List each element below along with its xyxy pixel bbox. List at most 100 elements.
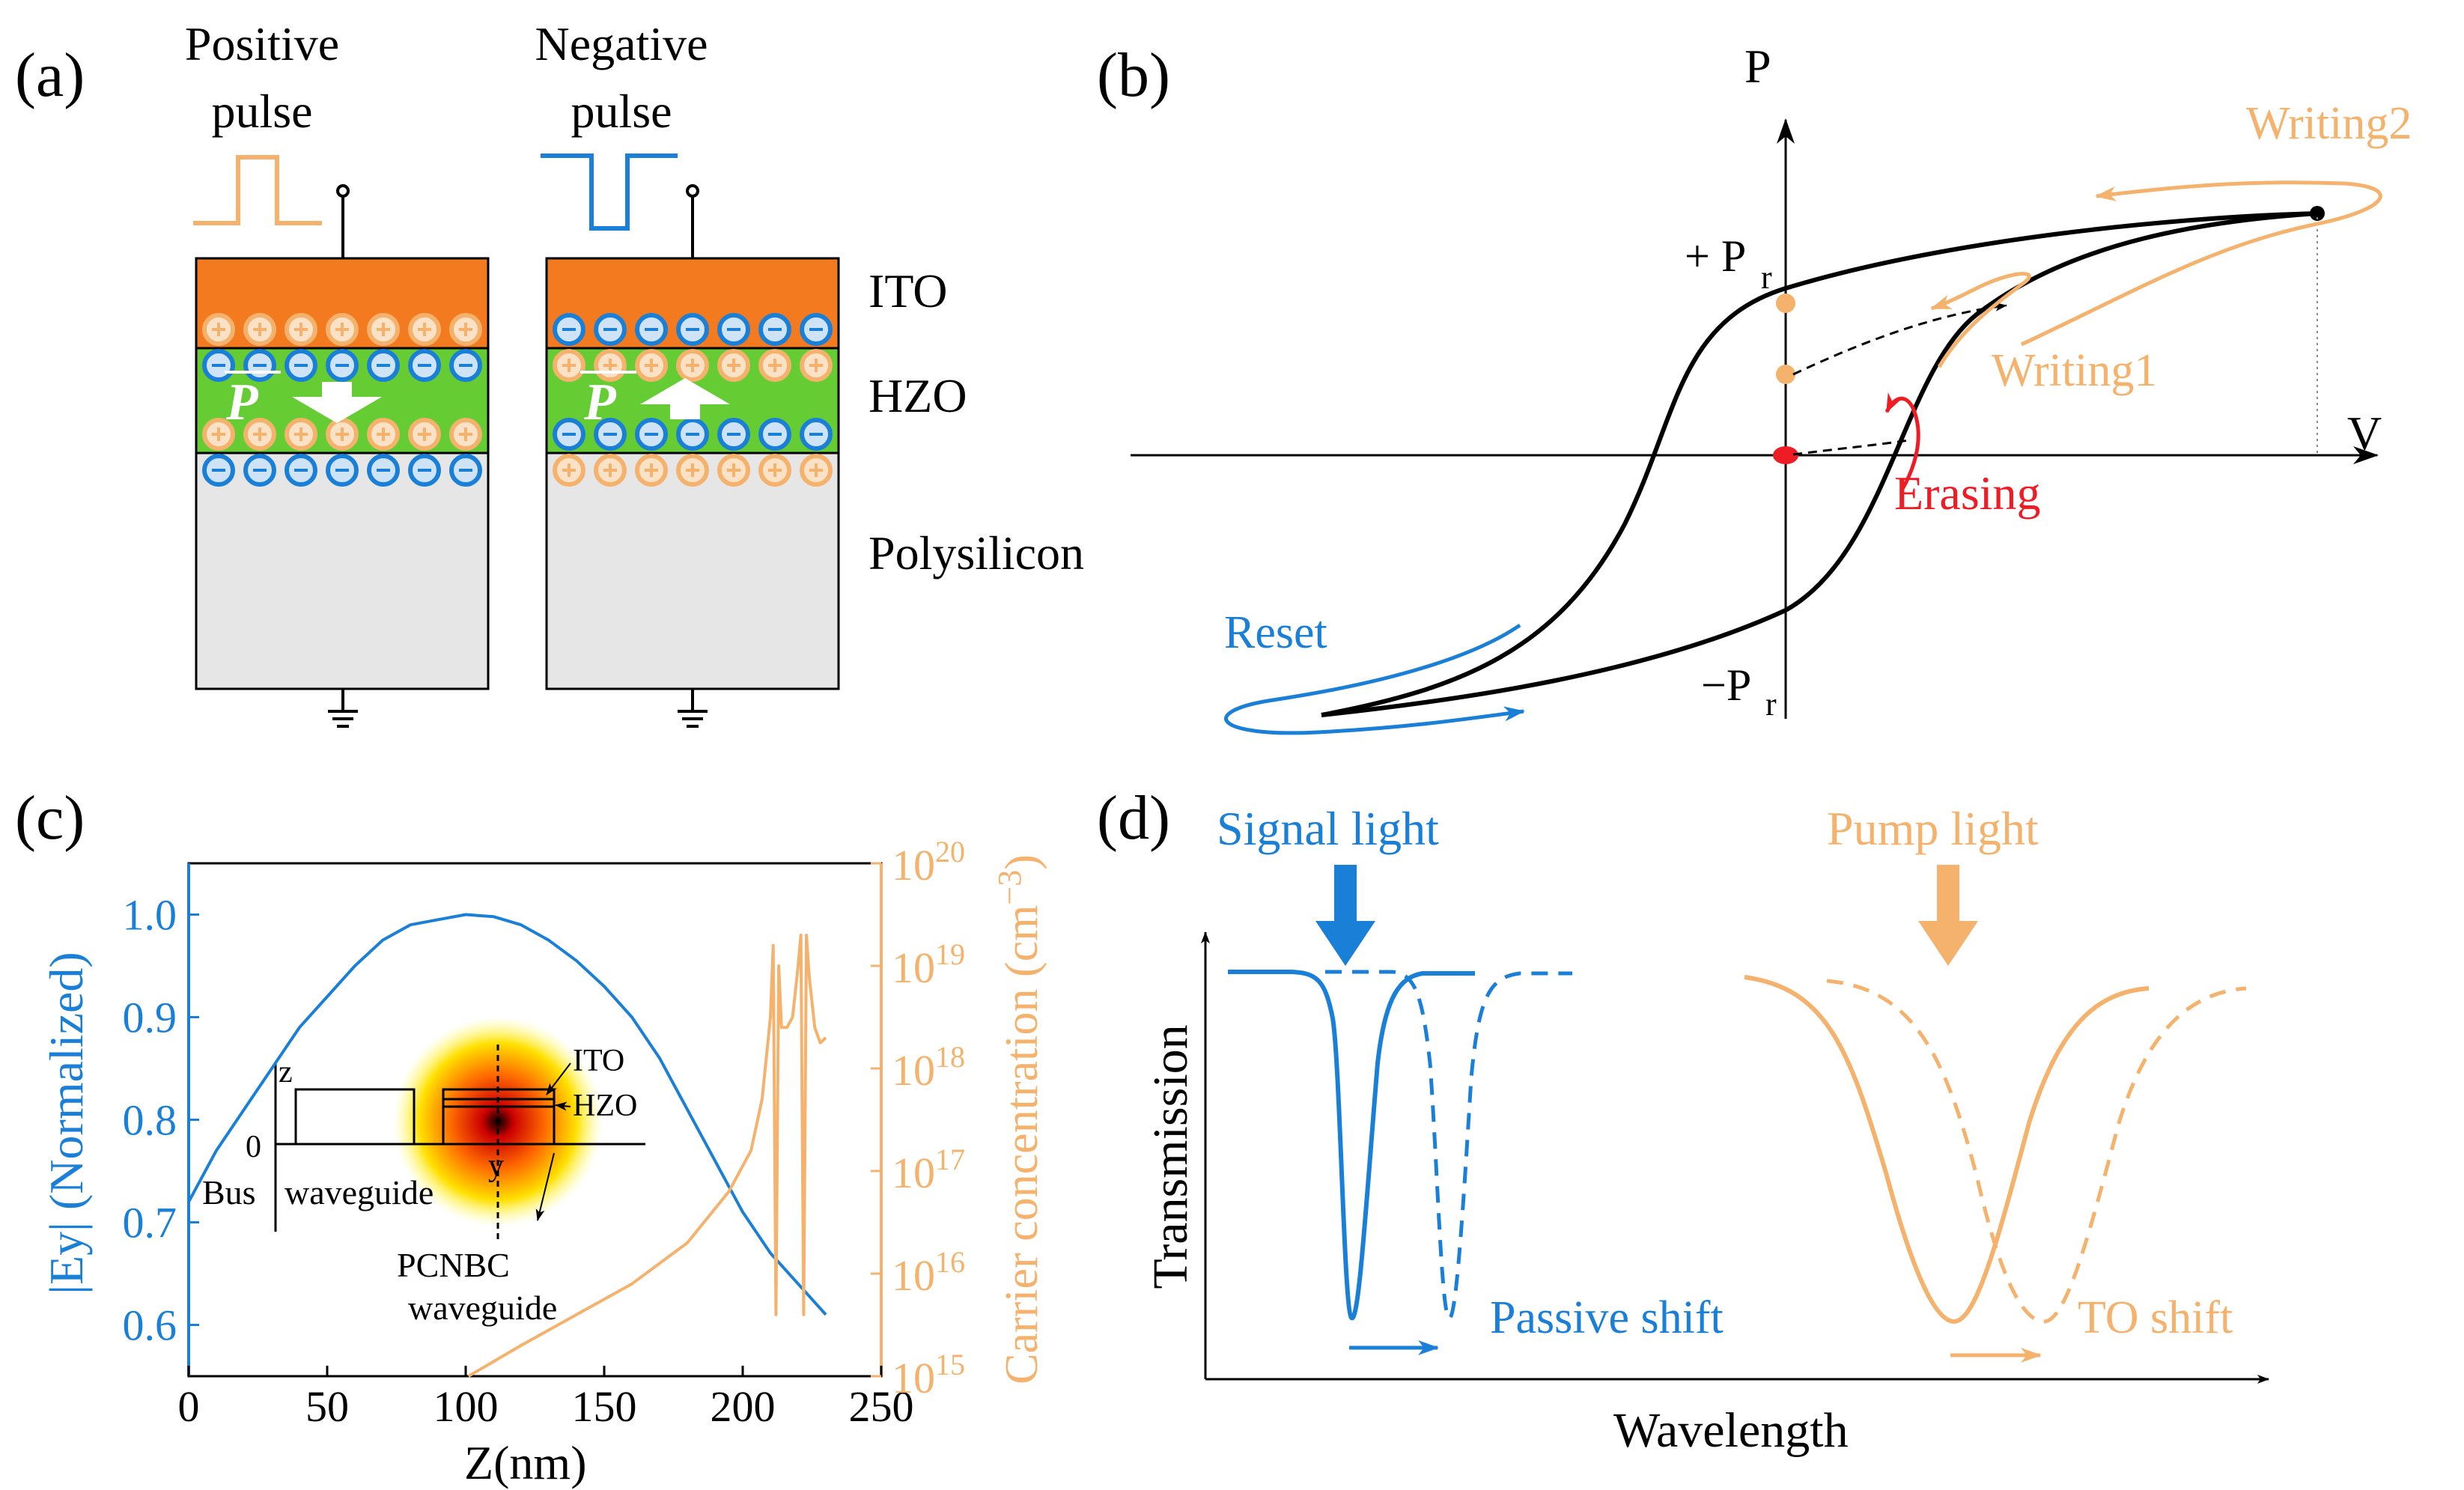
erasing-path bbox=[1884, 392, 1920, 492]
x-tick-label: 250 bbox=[849, 1382, 914, 1431]
y-right-tick-label: 1016 bbox=[892, 1245, 965, 1300]
ito-label: ITO bbox=[869, 264, 947, 317]
minus-pr-label: −P r bbox=[1701, 660, 1777, 723]
y-left-tick-label: 0.7 bbox=[123, 1199, 177, 1247]
v-axis-label: V bbox=[2347, 407, 2382, 460]
y-right-tick-label: 1015 bbox=[892, 1348, 965, 1402]
negative-charge bbox=[202, 454, 235, 487]
positive-charge bbox=[285, 418, 317, 451]
positive-pulse-shape bbox=[193, 155, 322, 225]
negative-charge bbox=[800, 313, 833, 346]
y-right-tick-label: 1020 bbox=[892, 835, 965, 890]
waveguide-inset: z 0 ITO HZO y Bus waveguide PCNBC wavegu… bbox=[202, 1017, 645, 1327]
negative-pulse-shape bbox=[541, 153, 678, 231]
negative-charge bbox=[758, 313, 791, 346]
negative-charge bbox=[717, 313, 750, 346]
y-left-tick-label: 0.6 bbox=[123, 1301, 177, 1350]
negative-charge bbox=[449, 454, 482, 487]
x-tick-label: 50 bbox=[305, 1382, 349, 1431]
left-stack: P bbox=[195, 257, 490, 690]
negative-charge bbox=[635, 313, 668, 346]
hysteresis-upper-branch bbox=[1321, 211, 2318, 717]
pump-light-label: Pump light bbox=[1827, 802, 2039, 855]
erasing-label: Erasing bbox=[1894, 466, 2041, 520]
panel-d-label: (d) bbox=[1097, 783, 1170, 853]
y-right-tick-label: 1017 bbox=[892, 1143, 965, 1197]
negative-charge bbox=[800, 418, 833, 451]
right-poly-charges bbox=[553, 454, 833, 487]
signal-light-arrow bbox=[1315, 865, 1375, 966]
inset-bus-label: Bus bbox=[202, 1173, 256, 1211]
x-tick-label: 200 bbox=[711, 1382, 776, 1431]
negative-charge bbox=[367, 349, 400, 382]
state-point-erased bbox=[1773, 446, 1798, 464]
left-down-arrow bbox=[292, 382, 382, 423]
panel-a: (a) Positive pulse Negative pulse bbox=[15, 17, 1084, 728]
writing1-path bbox=[1930, 272, 2031, 368]
writing2-path bbox=[2020, 180, 2382, 347]
positive-charge bbox=[408, 418, 441, 451]
negative-charge bbox=[326, 349, 359, 382]
inset-hzo-label: HZO bbox=[573, 1089, 637, 1123]
negative-charge bbox=[367, 454, 400, 487]
signal-dip-dashed bbox=[1325, 970, 1572, 1320]
panel-b: (b) P V + P r −P r Writing2 Writing1 bbox=[1097, 40, 2412, 735]
positive-charge bbox=[449, 313, 482, 346]
negative-charge bbox=[758, 418, 791, 451]
negative-charge bbox=[635, 418, 668, 451]
positive-charge bbox=[202, 418, 235, 451]
pump-dip-solid bbox=[1744, 975, 2150, 1325]
signal-dip-solid bbox=[1228, 970, 1475, 1321]
panel-b-label: (b) bbox=[1097, 40, 1170, 110]
right-up-arrow bbox=[640, 378, 730, 419]
passive-shift-label: Passive shift bbox=[1490, 1292, 1724, 1343]
inset-ito-label: ITO bbox=[573, 1044, 624, 1078]
right-hzo-top-charges bbox=[553, 349, 833, 382]
positive-charge bbox=[553, 454, 585, 487]
negative-charge bbox=[717, 418, 750, 451]
positive-charge bbox=[676, 454, 709, 487]
left-terminal bbox=[328, 184, 358, 728]
y-right-tick-label: 1019 bbox=[892, 937, 965, 992]
hysteresis-lower-branch bbox=[1321, 211, 2318, 717]
y-left-tick-label: 0.9 bbox=[123, 994, 177, 1042]
right-terminal bbox=[678, 184, 708, 728]
right-stack: P bbox=[545, 257, 840, 690]
inset-pcnbc-label: PCNBC bbox=[397, 1246, 510, 1284]
panel-a-label: (a) bbox=[15, 40, 85, 110]
writing2-label: Writing2 bbox=[2246, 98, 2412, 149]
positive-charge bbox=[243, 313, 276, 346]
to-shift-label: TO shift bbox=[2078, 1292, 2233, 1343]
pump-dip-dashed bbox=[1826, 979, 2247, 1324]
erasing-dashed-path bbox=[1792, 439, 1910, 456]
d-x-axis-label: Wavelength bbox=[1613, 1403, 1849, 1458]
negative-charge bbox=[408, 349, 441, 382]
positive-charge bbox=[449, 418, 482, 451]
inset-pcnbc-waveguide-label: waveguide bbox=[408, 1289, 557, 1327]
negative-charge bbox=[676, 313, 709, 346]
negative-charge bbox=[326, 454, 359, 487]
axis-ticks bbox=[187, 862, 883, 1378]
bus-waveguide-shape bbox=[294, 1088, 416, 1146]
writing1-dashed-path bbox=[1792, 302, 2007, 376]
positive-charge bbox=[800, 349, 833, 382]
right-ito-charges bbox=[553, 313, 833, 346]
left-poly-charges bbox=[202, 454, 482, 487]
positive-charge bbox=[635, 349, 668, 382]
negative-pulse-label-line1: Negative bbox=[535, 17, 708, 70]
positive-charge bbox=[202, 313, 235, 346]
svg-text:r: r bbox=[1765, 686, 1777, 723]
negative-charge bbox=[285, 349, 317, 382]
x-tick-label: 100 bbox=[434, 1382, 499, 1431]
positive-pulse-label-line1: Positive bbox=[185, 17, 339, 70]
signal-light-label: Signal light bbox=[1217, 802, 1439, 855]
negative-charge bbox=[285, 454, 317, 487]
positive-pulse-label-line2: pulse bbox=[211, 85, 312, 138]
positive-charge bbox=[676, 349, 709, 382]
positive-charge bbox=[285, 313, 317, 346]
saturation-point bbox=[2310, 206, 2325, 221]
svg-text:−P: −P bbox=[1701, 660, 1751, 710]
